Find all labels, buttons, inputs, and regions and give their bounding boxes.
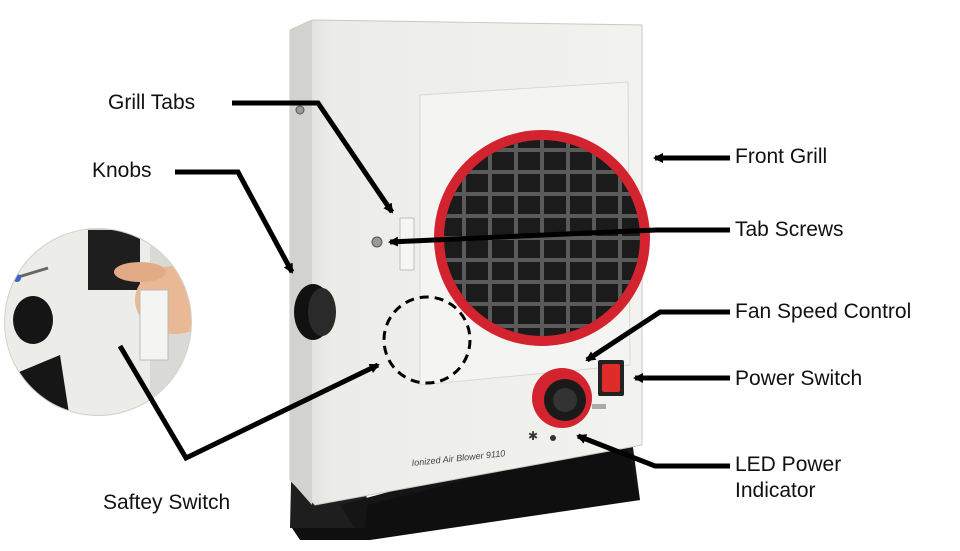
- arrow-fan-speed-control: [585, 309, 730, 363]
- led-indicator: [550, 435, 556, 441]
- magnified-view: [4, 228, 192, 416]
- safety-switch-highlight: [382, 295, 472, 385]
- label-front-grill: Front Grill: [735, 145, 828, 168]
- side-knob: [294, 284, 336, 340]
- power-switch: [598, 360, 624, 396]
- arrow-saftey-switch: [117, 344, 380, 462]
- label-knobs: Knobs: [92, 159, 152, 182]
- star-mark: ✱: [528, 429, 538, 443]
- label-grill-tabs: Grill Tabs: [108, 91, 196, 114]
- label-saftey-switch: Saftey Switch: [103, 491, 231, 514]
- label-led-power-indicator: LED Power Indicator: [735, 453, 842, 502]
- label-tab-screws: Tab Screws: [735, 218, 844, 241]
- body-screw: [295, 105, 305, 115]
- arrow-tab-screws: [388, 227, 730, 247]
- callout-arrows: [117, 100, 730, 469]
- arrow-knobs: [175, 169, 295, 274]
- arrow-led-power-indicator: [576, 433, 730, 469]
- label-fan-speed-control: Fan Speed Control: [735, 300, 912, 323]
- tab-screw: [371, 236, 383, 248]
- fan-speed-knob: [532, 368, 606, 428]
- arrow-grill-tabs: [232, 100, 395, 214]
- label-power-switch: Power Switch: [735, 367, 863, 390]
- grill-tab: [399, 217, 415, 271]
